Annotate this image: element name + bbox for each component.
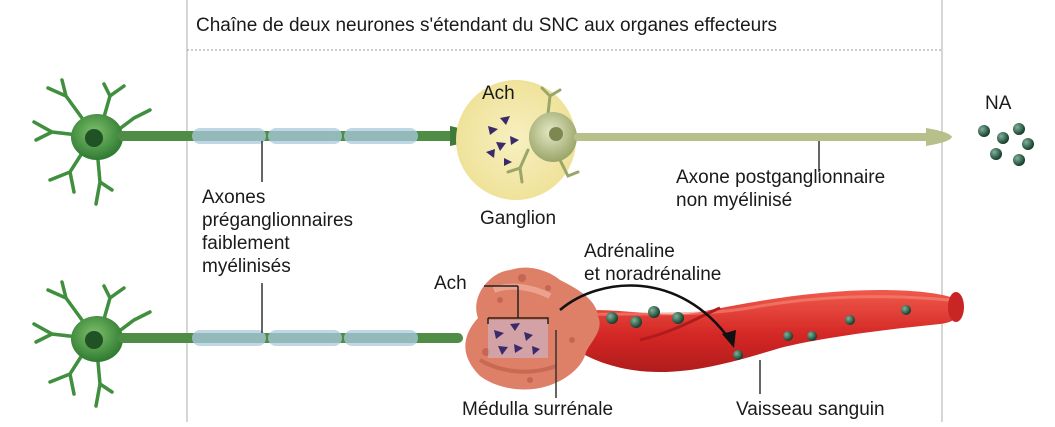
axones-pre-line1: Axones	[202, 186, 353, 209]
axone-post-line2: non myélinisé	[676, 189, 885, 212]
ganglion	[456, 80, 578, 200]
blood-vessel	[560, 290, 964, 394]
preganglionic-axon-label: Axones préganglionnaires faiblement myél…	[202, 186, 353, 278]
vessel-label: Vaisseau sanguin	[736, 398, 885, 421]
adrenaline-line2: et noradrénaline	[584, 263, 721, 286]
axones-pre-line4: myélinisés	[202, 255, 353, 278]
na-label: NA	[985, 92, 1011, 115]
adrenal-medulla	[465, 268, 599, 398]
medulla-label: Médulla surrénale	[462, 398, 613, 421]
na-molecules	[978, 123, 1034, 166]
diagram-title: Chaîne de deux neurones s'étendant du SN…	[196, 15, 777, 37]
adrenaline-label: Adrénaline et noradrénaline	[584, 240, 721, 286]
axone-post-line1: Axone postganglionnaire	[676, 166, 885, 189]
preganglionic-neuron-bottom	[34, 282, 463, 406]
axones-pre-line2: préganglionnaires	[202, 209, 353, 232]
ach-label-top: Ach	[482, 82, 515, 105]
ganglion-label: Ganglion	[480, 207, 556, 230]
postganglionic-axon-label: Axone postganglionnaire non myélinisé	[676, 166, 885, 212]
ach-label-bottom: Ach	[434, 272, 467, 295]
axones-pre-line3: faiblement	[202, 232, 353, 255]
adrenaline-line1: Adrénaline	[584, 240, 721, 263]
